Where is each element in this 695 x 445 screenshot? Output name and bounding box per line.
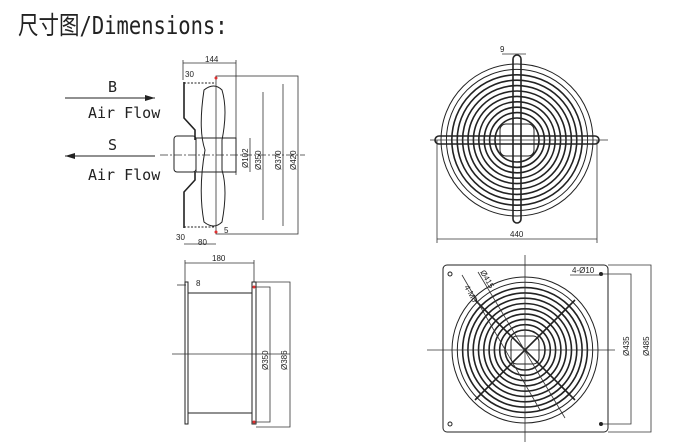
arrow-left-icon	[65, 153, 75, 159]
dim-depth-144: 144	[205, 55, 219, 64]
dim-hole-diameter: Ø435	[622, 336, 631, 356]
airflow-s: S Air Flow	[65, 136, 161, 184]
front-view-top: 9 440	[430, 45, 608, 243]
label-guard-diameter: Ø415	[478, 269, 496, 291]
airflow-s-letter: S	[108, 136, 117, 154]
dim-gap: 5	[224, 226, 229, 235]
airflow-b-letter: B	[108, 78, 117, 96]
dim-base: 80	[198, 238, 207, 247]
dim-bar-width: 9	[500, 45, 505, 54]
dim-outer-diameter: Ø420	[289, 150, 298, 170]
dim-width-440: 440	[510, 230, 524, 239]
dim-plate: 8	[196, 279, 201, 288]
dim-outer-diameter: Ø386	[280, 350, 289, 370]
page-title: 尺寸图/Dimensions:	[18, 11, 228, 40]
airflow-b-label: Air Flow	[88, 104, 161, 122]
dim-hub-diameter: Ø102	[241, 148, 250, 168]
dim-blade-diameter: Ø350	[254, 150, 263, 170]
dim-ring-diameter: Ø370	[274, 150, 283, 170]
dim-plate-size: Ø485	[642, 336, 651, 356]
airflow-s-label: Air Flow	[88, 166, 161, 184]
dim-rim-bottom: 30	[176, 233, 185, 242]
arrow-right-icon	[145, 95, 155, 101]
dim-depth-180: 180	[212, 254, 226, 263]
side-view-top: 144 30 Ø102 Ø350 Ø370 Ø420 30 80 5	[160, 55, 305, 247]
label-holes: 4-Ø10	[572, 266, 595, 275]
airflow-b: B Air Flow	[65, 78, 161, 122]
side-view-bottom: 180 8 Ø350 Ø386	[172, 254, 291, 428]
dim-rim-top: 30	[185, 70, 194, 79]
dim-inner-diameter: Ø350	[261, 350, 270, 370]
front-view-bottom: 4-M8 Ø415 4-Ø10 Ø435 Ø485	[427, 255, 652, 442]
